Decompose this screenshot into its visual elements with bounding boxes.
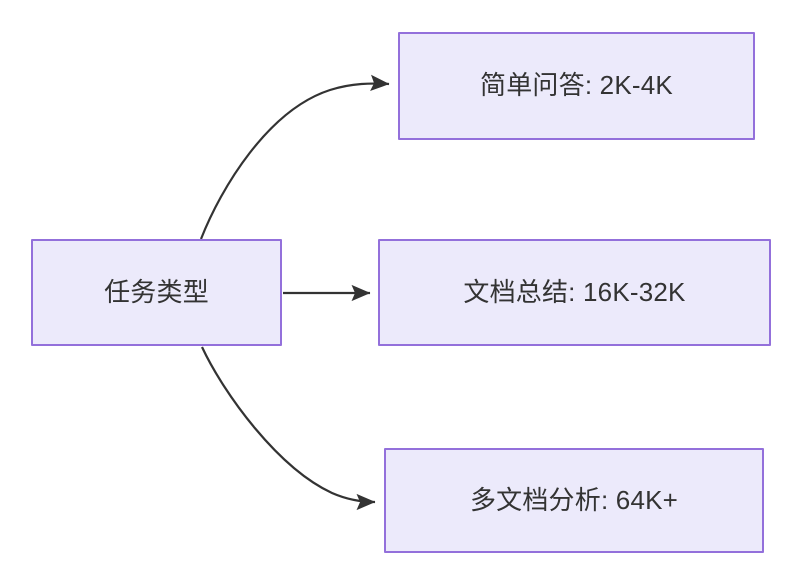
node-multi-doc-label: 多文档分析: 64K+ [469, 484, 679, 515]
node-simple-qa[interactable]: 简单问答: 2K-4K [398, 32, 755, 140]
node-doc-summary[interactable]: 文档总结: 16K-32K [378, 239, 771, 346]
node-root-task-type[interactable]: 任务类型 [31, 239, 282, 346]
node-doc-summary-label: 文档总结: 16K-32K [463, 276, 686, 307]
node-multi-doc[interactable]: 多文档分析: 64K+ [384, 448, 764, 553]
node-simple-qa-label: 简单问答: 2K-4K [480, 70, 673, 101]
edge-root-to-simple-qa [199, 74, 390, 240]
node-root-label: 任务类型 [104, 276, 209, 307]
edge-root-to-multi-doc [201, 346, 376, 511]
